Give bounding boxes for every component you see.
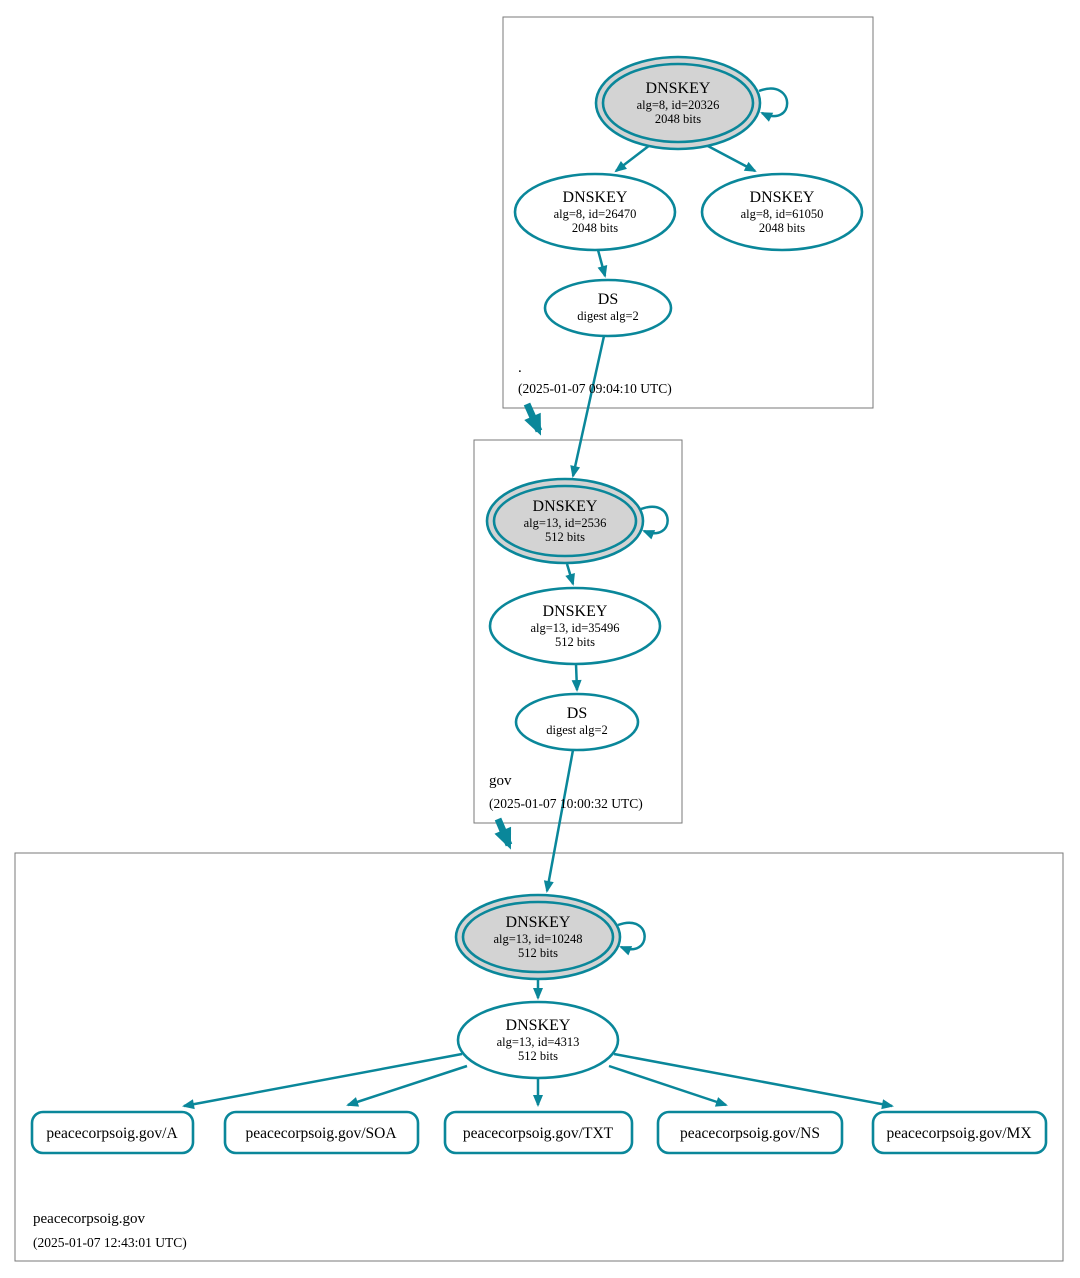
edge-root-ksk-to-zsk2 xyxy=(705,143,757,173)
zone-label-pcoig: peacecorpsoig.gov xyxy=(33,1211,146,1227)
node-gov-ds[interactable]: DS digest alg=2 xyxy=(514,692,640,752)
edge-gov-ds-to-pcoig-ksk xyxy=(543,749,575,893)
node-gov-zsk-alg: alg=13, id=35496 xyxy=(530,621,619,635)
node-gov-ds-title: DS xyxy=(567,705,587,722)
node-root-zsk2-title: DNSKEY xyxy=(750,189,815,206)
node-pcoig-ksk-bits: 512 bits xyxy=(518,946,558,960)
node-gov-ksk-bits: 512 bits xyxy=(545,530,585,544)
edge-delegation-gov-to-pcoig xyxy=(494,817,513,850)
rrset-a-label: peacecorpsoig.gov/A xyxy=(46,1125,178,1142)
rrset-a[interactable]: peacecorpsoig.gov/A xyxy=(30,1110,195,1155)
edge-root-ksk-to-zsk1 xyxy=(614,144,651,173)
node-root-zsk1-bits: 2048 bits xyxy=(572,221,618,235)
node-pcoig-zsk-title: DNSKEY xyxy=(506,1017,571,1034)
node-gov-zsk-bits: 512 bits xyxy=(555,635,595,649)
node-root-ds-title: DS xyxy=(598,291,618,308)
node-gov-ksk[interactable]: DNSKEY alg=13, id=2536 512 bits xyxy=(485,477,645,565)
node-pcoig-ksk-title: DNSKEY xyxy=(506,914,571,931)
zone-box-root xyxy=(502,16,874,409)
node-root-zsk2-bits: 2048 bits xyxy=(759,221,805,235)
zone-timestamp-gov: (2025-01-07 10:00:32 UTC) xyxy=(489,796,643,811)
node-pcoig-zsk-alg: alg=13, id=4313 xyxy=(497,1035,580,1049)
edge-root-zsk-to-ds xyxy=(596,249,608,278)
node-gov-zsk[interactable]: DNSKEY alg=13, id=35496 512 bits xyxy=(488,586,662,666)
node-root-ksk-bits: 2048 bits xyxy=(655,112,701,126)
rrset-ns-label: peacecorpsoig.gov/NS xyxy=(680,1125,820,1142)
node-gov-ksk-alg: alg=13, id=2536 xyxy=(524,516,607,530)
rrset-soa-label: peacecorpsoig.gov/SOA xyxy=(245,1125,397,1142)
rrset-mx[interactable]: peacecorpsoig.gov/MX xyxy=(871,1110,1048,1155)
node-root-zsk2[interactable]: DNSKEY alg=8, id=61050 2048 bits xyxy=(700,172,864,252)
rrset-txt-label: peacecorpsoig.gov/TXT xyxy=(463,1125,614,1142)
node-root-ds-digest: digest alg=2 xyxy=(577,309,639,323)
zone-timestamp-pcoig: (2025-01-07 12:43:01 UTC) xyxy=(33,1235,187,1250)
node-root-ksk-title: DNSKEY xyxy=(646,80,711,97)
node-root-zsk1-title: DNSKEY xyxy=(563,189,628,206)
edge-gov-ksk-to-zsk xyxy=(565,563,575,586)
node-gov-zsk-title: DNSKEY xyxy=(543,603,608,620)
node-root-ds[interactable]: DS digest alg=2 xyxy=(543,278,673,338)
edge-pcoig-zsk-to-a xyxy=(182,1052,463,1110)
node-gov-ds-digest: digest alg=2 xyxy=(546,723,608,737)
edge-root-ksk-selfloop xyxy=(758,87,789,122)
edge-delegation-root-to-gov xyxy=(523,402,543,436)
edge-pcoig-zsk-to-soa xyxy=(346,1064,468,1107)
zone-timestamp-root: (2025-01-07 09:04:10 UTC) xyxy=(518,381,672,396)
node-root-zsk1[interactable]: DNSKEY alg=8, id=26470 2048 bits xyxy=(513,172,677,252)
edge-pcoig-zsk-to-ns xyxy=(608,1064,728,1107)
node-pcoig-zsk[interactable]: DNSKEY alg=13, id=4313 512 bits xyxy=(456,1000,620,1080)
rrset-ns[interactable]: peacecorpsoig.gov/NS xyxy=(656,1110,844,1155)
node-root-zsk2-alg: alg=8, id=61050 xyxy=(741,207,824,221)
node-gov-ksk-title: DNSKEY xyxy=(533,498,598,515)
node-root-zsk1-alg: alg=8, id=26470 xyxy=(554,207,637,221)
edge-gov-ksk-selfloop xyxy=(640,505,669,540)
node-pcoig-ksk-alg: alg=13, id=10248 xyxy=(493,932,582,946)
node-root-ksk[interactable]: DNSKEY alg=8, id=20326 2048 bits xyxy=(594,55,762,151)
zone-box-gov xyxy=(473,439,683,824)
edge-pcoig-ksk-selfloop xyxy=(617,921,646,956)
rrset-soa[interactable]: peacecorpsoig.gov/SOA xyxy=(223,1110,420,1155)
node-pcoig-ksk[interactable]: DNSKEY alg=13, id=10248 512 bits xyxy=(454,893,622,981)
rrset-mx-label: peacecorpsoig.gov/MX xyxy=(886,1125,1031,1142)
node-pcoig-zsk-bits: 512 bits xyxy=(518,1049,558,1063)
edge-root-ds-to-gov-ksk xyxy=(570,335,606,478)
rrset-txt[interactable]: peacecorpsoig.gov/TXT xyxy=(443,1110,634,1155)
node-root-ksk-alg: alg=8, id=20326 xyxy=(637,98,720,112)
edge-pcoig-zsk-to-mx xyxy=(613,1052,894,1110)
edge-gov-zsk-to-ds xyxy=(571,663,582,692)
zone-box-peacecorpsoig xyxy=(14,852,1064,1262)
zone-label-gov: gov xyxy=(489,773,512,789)
zone-label-root: . xyxy=(518,360,522,376)
